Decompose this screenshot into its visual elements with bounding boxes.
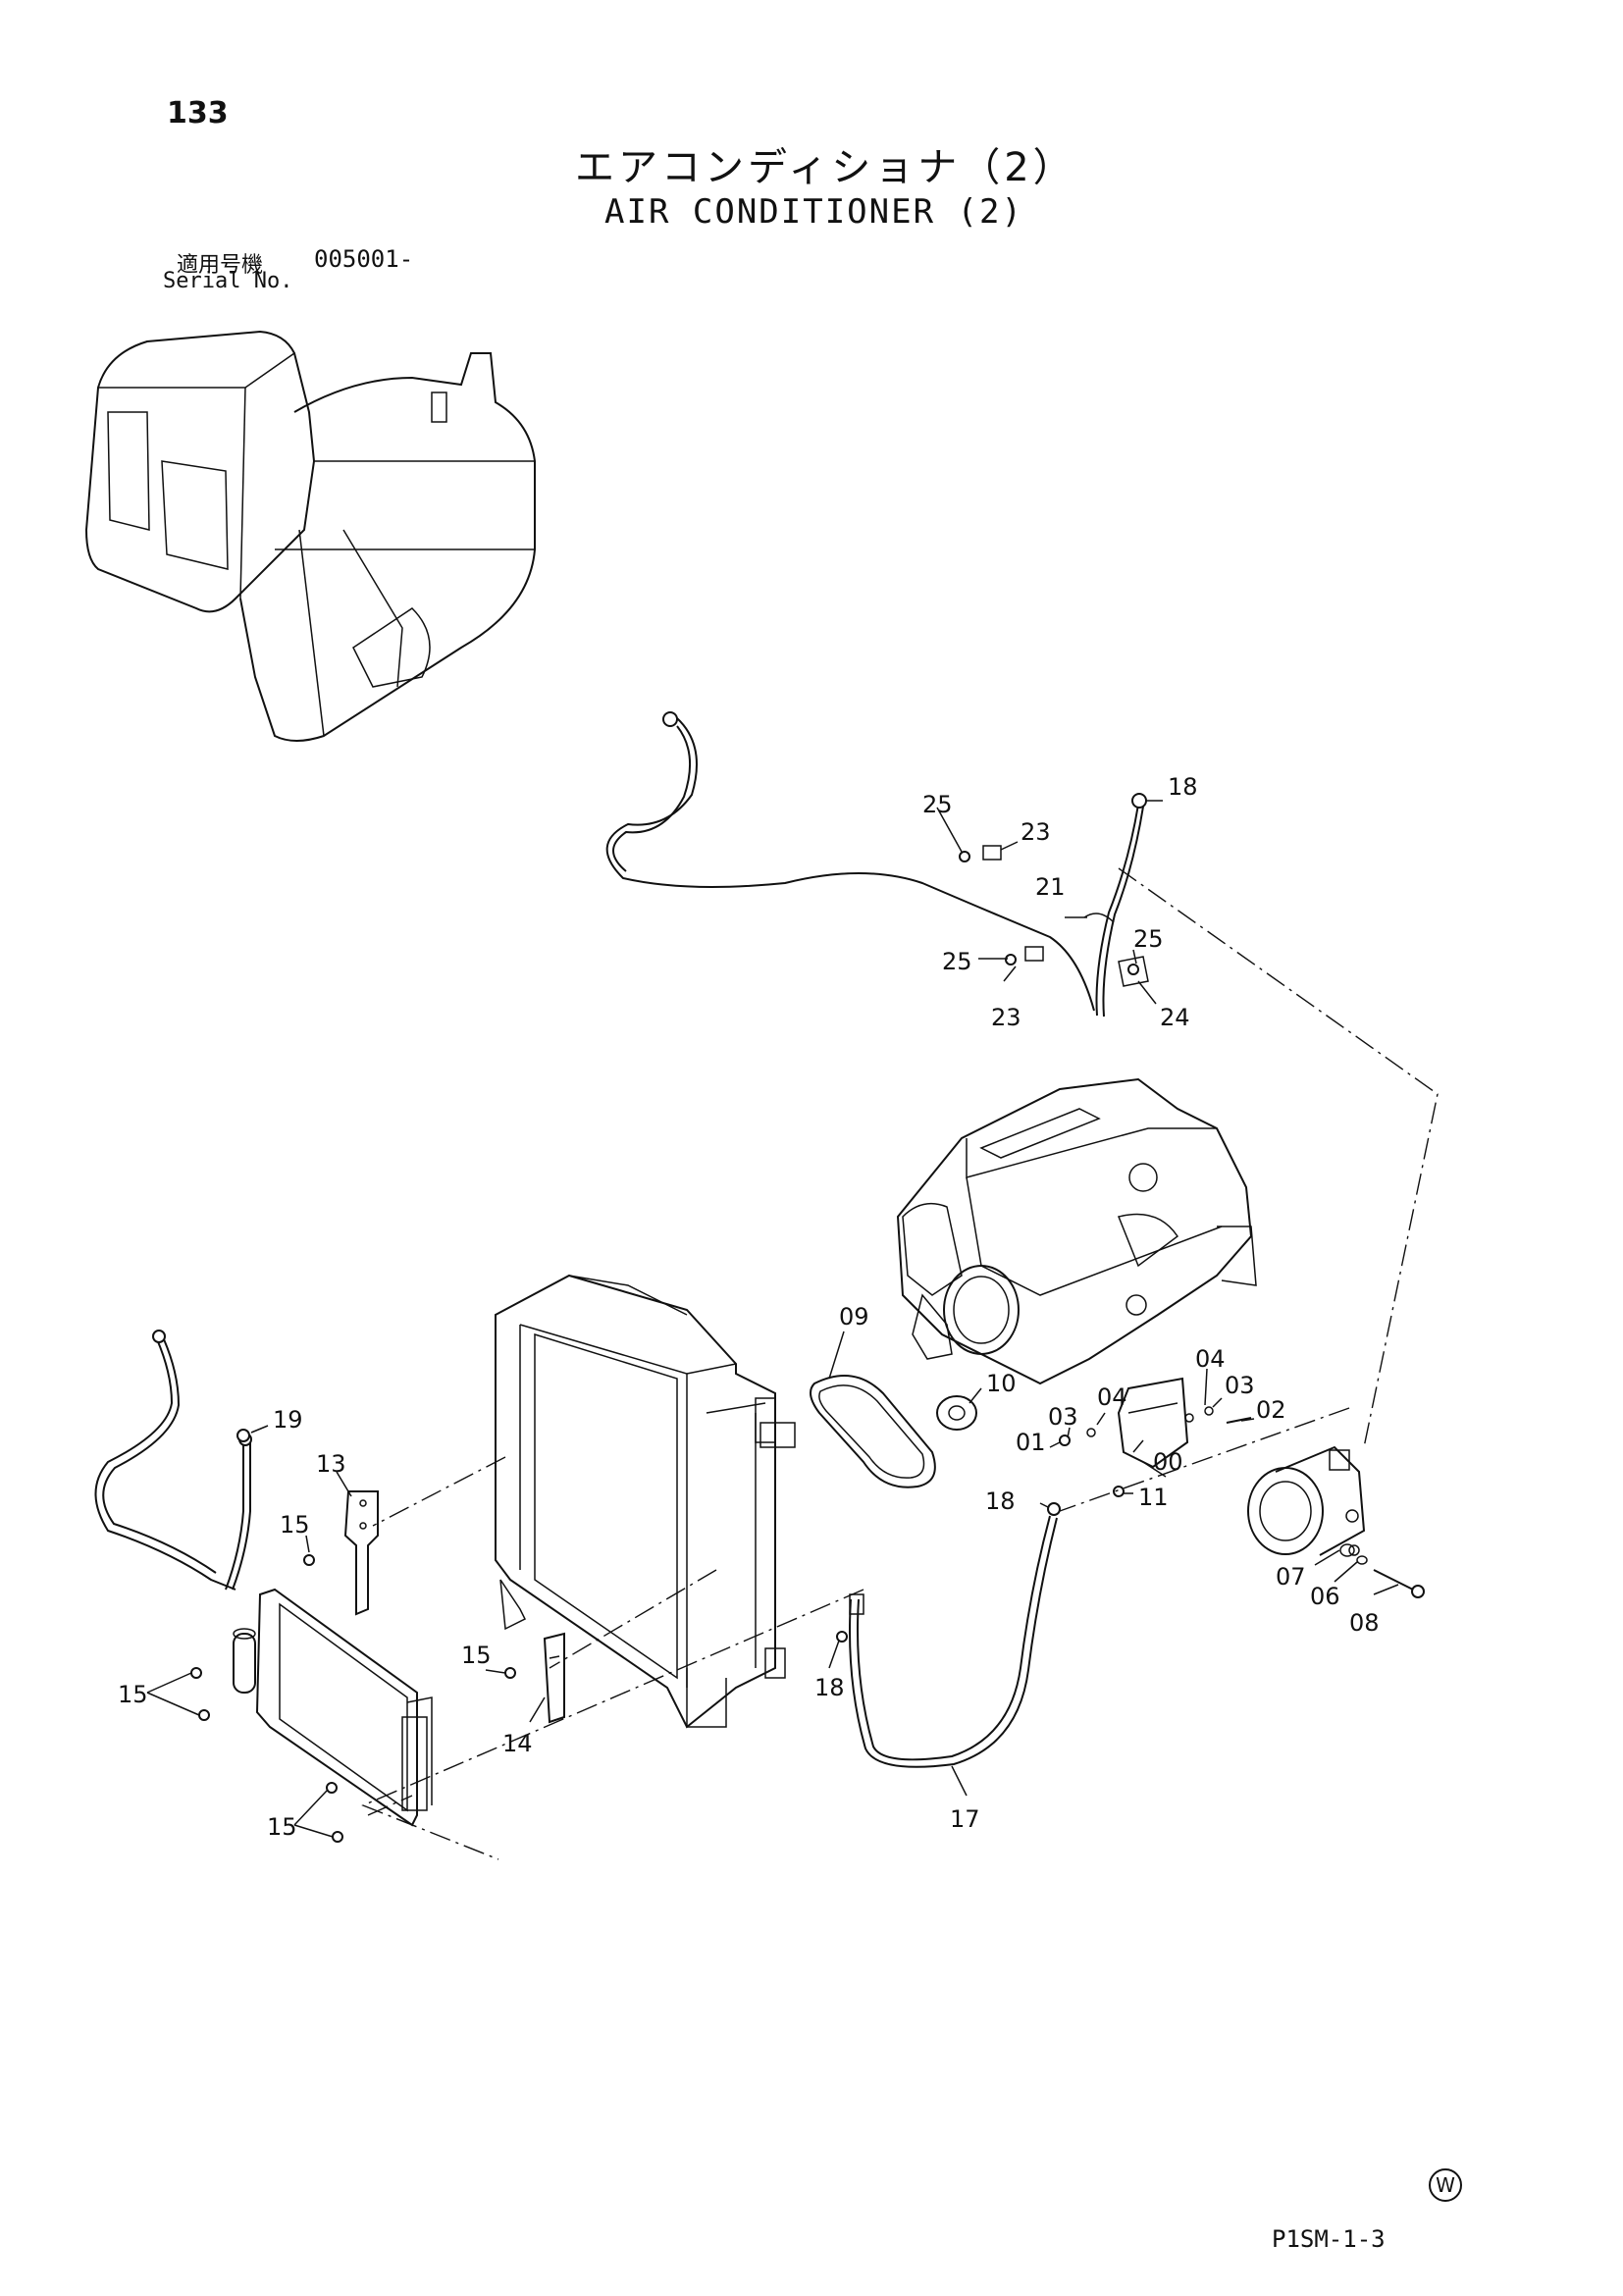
callout-23-a: 23 [1021,818,1051,846]
callout-03-a: 03 [1225,1372,1255,1399]
belt-pulley-bracket [810,1375,1252,1497]
condenser-assembly [233,1588,433,1827]
callout-25-b: 25 [942,948,972,975]
callout-08: 08 [1349,1609,1380,1637]
callout-15-c: 15 [118,1681,148,1708]
callout-00: 00 [1153,1448,1183,1476]
callout-03-b: 03 [1048,1403,1078,1431]
callout-18-a: 18 [1168,773,1198,801]
callout-25-c: 25 [1133,925,1164,953]
callout-04-b: 04 [1097,1383,1127,1411]
callout-21: 21 [1035,873,1066,901]
callout-07: 07 [1276,1563,1306,1591]
callout-02: 02 [1256,1396,1286,1424]
page-title-japanese: エアコンディショナ（2） [575,145,1076,190]
callout-01: 01 [1016,1429,1046,1456]
reference-lines [361,867,1439,1860]
leader-lines [146,800,1399,1838]
serial-number-value: 005001- [314,245,414,273]
callout-18-b: 18 [985,1487,1016,1515]
callout-labels: 25 23 18 21 25 25 23 24 09 10 04 03 03 0… [118,773,1380,1841]
left-hose [94,1330,252,1591]
callout-24: 24 [1160,1004,1190,1031]
page-title: AIR CONDITIONER (2) [604,192,1023,232]
callout-23-b: 23 [991,1004,1021,1031]
compressor-illustration [1247,1445,1425,1598]
drawing-code: P1SM-1-3 [1272,2225,1386,2253]
callout-06: 06 [1310,1583,1340,1610]
callout-17: 17 [950,1805,980,1833]
page-number: 133 [167,96,229,130]
engine-illustration [896,1077,1257,1385]
callout-19: 19 [273,1406,303,1434]
callout-11: 11 [1138,1484,1169,1511]
upper-hose-assembly [605,711,1149,1018]
lower-hose [836,1502,1061,1768]
revision-mark: W [1429,2168,1462,2202]
serial-label-japanese: 適用号機 [177,253,264,278]
callout-04-a: 04 [1195,1345,1226,1373]
serial-label: Serial No. [163,269,293,293]
callout-15-d: 15 [267,1813,297,1841]
callout-10: 10 [986,1370,1017,1397]
callout-13: 13 [316,1450,346,1478]
callout-14: 14 [502,1730,533,1757]
callout-25-a: 25 [922,791,953,818]
brackets [343,1490,565,1724]
excavator-overview-illustration [84,330,536,742]
callout-18-c: 18 [814,1674,845,1701]
callout-09: 09 [839,1303,869,1331]
radiator-assembly [495,1274,796,1729]
callout-15-b: 15 [461,1642,492,1669]
callout-15-a: 15 [280,1511,310,1539]
